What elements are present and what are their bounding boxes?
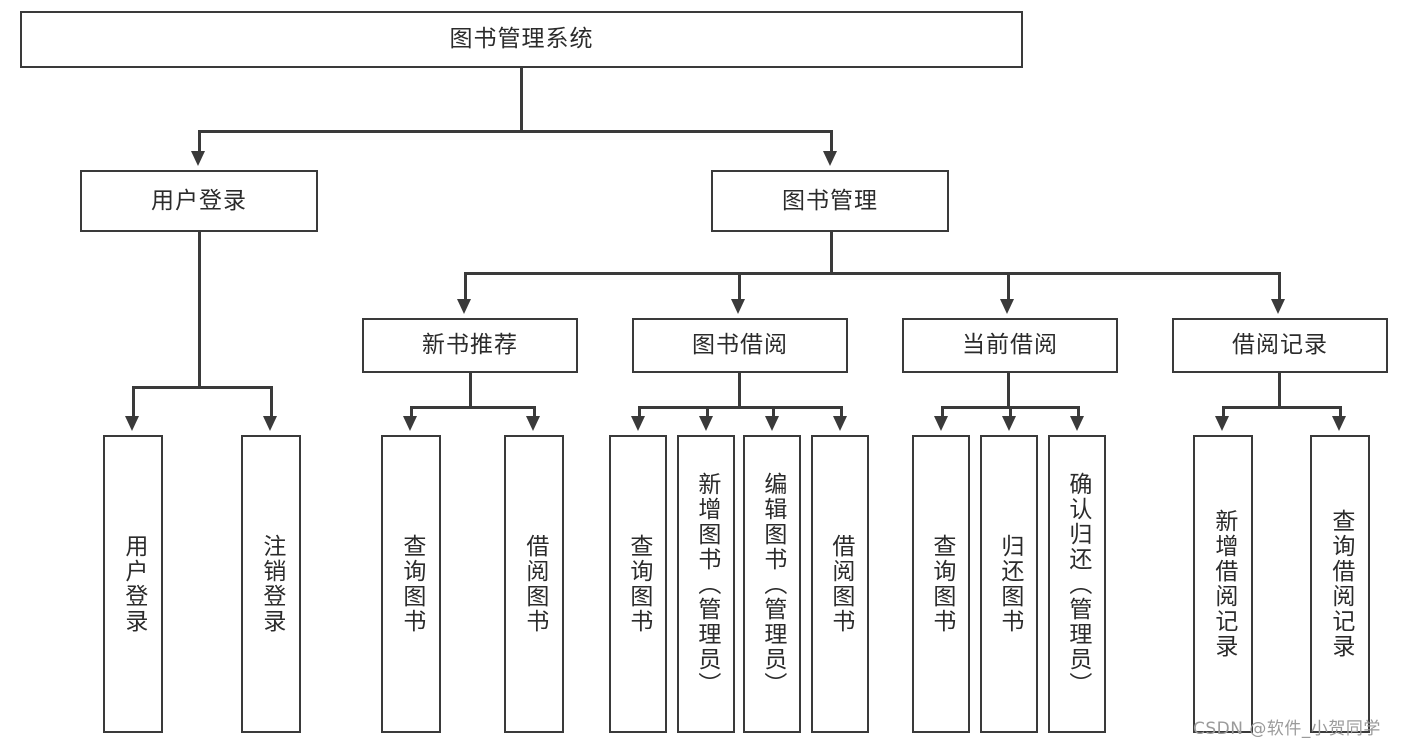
leaf-query-record[interactable]: 查询借阅记录 — [1310, 435, 1370, 733]
arrow-to-current-borrow — [1000, 299, 1014, 314]
arrow-to-borrow-record — [1271, 299, 1285, 314]
connector-current-borrow-leaf1 — [941, 406, 944, 418]
connector-book-manage-bus — [464, 272, 1280, 275]
arrow-new-book-leaf2 — [526, 416, 540, 431]
connector-root-bus — [198, 130, 832, 133]
node-label: 图书管理 — [782, 187, 878, 214]
leaf-add-record[interactable]: 新增借阅记录 — [1193, 435, 1253, 733]
node-borrow-record[interactable]: 借阅记录 — [1172, 318, 1388, 373]
connector-borrow-record-leaf2 — [1339, 406, 1342, 418]
leaf-label: 确认归还（管理员） — [1064, 471, 1091, 697]
connector-new-book-leaf1 — [410, 406, 413, 418]
arrow-book-borrow-leaf1 — [631, 416, 645, 431]
connector-root-to-user-login — [198, 130, 201, 153]
node-label: 当前借阅 — [962, 332, 1058, 358]
arrow-book-borrow-leaf2 — [699, 416, 713, 431]
node-book-borrow[interactable]: 图书借阅 — [632, 318, 848, 373]
watermark: CSDN @软件_小贺同学 — [1193, 719, 1381, 739]
connector-borrow-record-bus — [1222, 406, 1341, 409]
connector-new-book-stem — [469, 373, 472, 406]
arrow-root-to-user-login — [191, 151, 205, 166]
arrow-to-new-book-recommend — [457, 299, 471, 314]
connector-root-stem — [520, 68, 523, 130]
arrow-new-book-leaf1 — [403, 416, 417, 431]
connector-book-borrow-leaf3 — [772, 406, 775, 418]
arrow-user-login-leaf2 — [263, 416, 277, 431]
connector-user-login-leaf2 — [270, 386, 273, 418]
connector-to-current-borrow — [1007, 272, 1010, 301]
leaf-edit-book[interactable]: 编辑图书（管理员） — [743, 435, 801, 733]
leaf-query-book-1[interactable]: 查询图书 — [381, 435, 441, 733]
connector-to-borrow-record — [1278, 272, 1281, 301]
connector-current-borrow-leaf2 — [1009, 406, 1012, 418]
leaf-query-book-3[interactable]: 查询图书 — [912, 435, 970, 733]
leaf-label: 查询借阅记录 — [1327, 509, 1354, 659]
leaf-label: 新增借阅记录 — [1210, 509, 1237, 659]
node-root-图书管理系统[interactable]: 图书管理系统 — [20, 11, 1023, 68]
leaf-borrow-book-1[interactable]: 借阅图书 — [504, 435, 564, 733]
node-current-borrow[interactable]: 当前借阅 — [902, 318, 1118, 373]
connector-book-borrow-bus — [638, 406, 842, 409]
leaf-borrow-book-2[interactable]: 借阅图书 — [811, 435, 869, 733]
leaf-label: 新增图书（管理员） — [693, 471, 720, 697]
arrow-root-to-book-manage — [823, 151, 837, 166]
connector-book-borrow-leaf2 — [706, 406, 709, 418]
connector-current-borrow-leaf3 — [1077, 406, 1080, 418]
node-label: 图书管理系统 — [449, 26, 594, 52]
leaf-label: 注销登录 — [258, 534, 285, 634]
arrow-book-borrow-leaf4 — [833, 416, 847, 431]
connector-user-login-bus — [132, 386, 272, 389]
node-new-book-recommend[interactable]: 新书推荐 — [362, 318, 578, 373]
node-label: 用户登录 — [151, 187, 247, 214]
connector-book-borrow-leaf1 — [638, 406, 641, 418]
leaf-query-book-2[interactable]: 查询图书 — [609, 435, 667, 733]
connector-user-login-stem — [198, 232, 201, 386]
connector-book-manage-stem — [830, 232, 833, 272]
arrow-user-login-leaf1 — [125, 416, 139, 431]
connector-new-book-bus — [410, 406, 535, 409]
leaf-add-book[interactable]: 新增图书（管理员） — [677, 435, 735, 733]
arrow-book-borrow-leaf3 — [765, 416, 779, 431]
arrow-current-borrow-leaf2 — [1002, 416, 1016, 431]
leaf-label: 查询图书 — [398, 534, 425, 634]
leaf-label: 查询图书 — [625, 534, 652, 634]
arrow-to-book-borrow — [731, 299, 745, 314]
leaf-label: 借阅图书 — [827, 534, 854, 634]
arrow-borrow-record-leaf1 — [1215, 416, 1229, 431]
leaf-label: 编辑图书（管理员） — [759, 471, 786, 697]
arrow-borrow-record-leaf2 — [1332, 416, 1346, 431]
connector-new-book-leaf2 — [533, 406, 536, 418]
connector-to-book-borrow — [738, 272, 741, 301]
arrow-current-borrow-leaf3 — [1070, 416, 1084, 431]
leaf-label: 查询图书 — [928, 534, 955, 634]
leaf-label: 借阅图书 — [521, 534, 548, 634]
connector-borrow-record-leaf1 — [1222, 406, 1225, 418]
connector-user-login-leaf1 — [132, 386, 135, 418]
leaf-confirm-return[interactable]: 确认归还（管理员） — [1048, 435, 1106, 733]
node-user-login[interactable]: 用户登录 — [80, 170, 318, 232]
connector-root-to-book-manage — [830, 130, 833, 153]
leaf-return-book[interactable]: 归还图书 — [980, 435, 1038, 733]
node-book-manage[interactable]: 图书管理 — [711, 170, 949, 232]
node-label: 图书借阅 — [692, 332, 788, 358]
arrow-current-borrow-leaf1 — [934, 416, 948, 431]
connector-book-borrow-stem — [738, 373, 741, 406]
leaf-user-logout[interactable]: 注销登录 — [241, 435, 301, 733]
connector-current-borrow-stem — [1007, 373, 1010, 406]
connector-book-borrow-leaf4 — [840, 406, 843, 418]
node-label: 借阅记录 — [1232, 332, 1328, 358]
node-label: 新书推荐 — [422, 332, 518, 358]
connector-borrow-record-stem — [1278, 373, 1281, 406]
leaf-label: 归还图书 — [996, 534, 1023, 634]
connector-to-new-book-recommend — [464, 272, 467, 301]
leaf-user-login[interactable]: 用户登录 — [103, 435, 163, 733]
leaf-label: 用户登录 — [120, 534, 147, 634]
